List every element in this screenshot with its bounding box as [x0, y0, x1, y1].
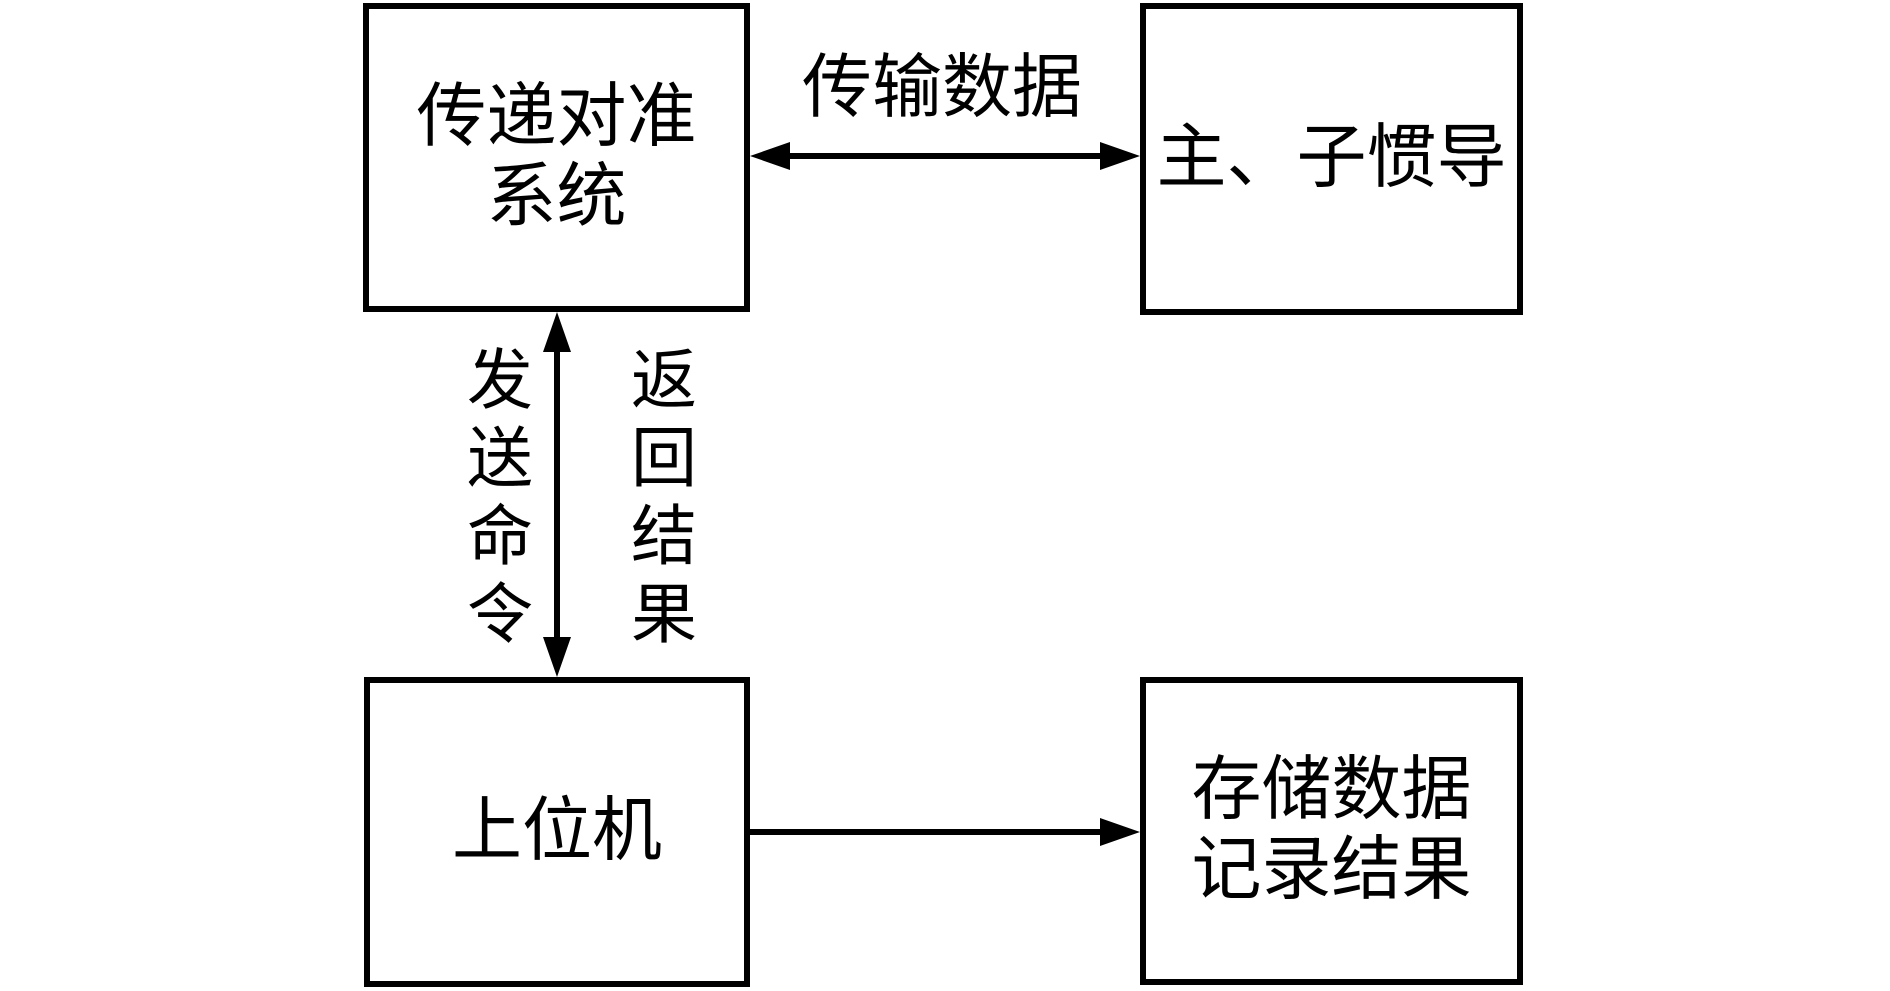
transmit-data-arrow — [750, 142, 1140, 170]
return-result-label: 返回结果 — [621, 345, 694, 657]
store-data-arrow — [750, 818, 1140, 846]
transfer-alignment-system-label-line2: 系统 — [486, 158, 627, 236]
send-command-label: 发送命令 — [457, 345, 530, 657]
master-sub-inertial-nav-label: 主、子惯导 — [1156, 120, 1507, 197]
host-computer-label: 上位机 — [452, 793, 662, 870]
transfer-alignment-system-label-line1: 传递对准 — [416, 78, 697, 156]
data-storage-label-line1: 存储数据 — [1191, 752, 1472, 829]
host-computer-box: 上位机 — [364, 677, 750, 987]
master-sub-inertial-nav-box: 主、子惯导 — [1140, 3, 1523, 315]
command-result-arrow — [543, 312, 571, 677]
transfer-alignment-system-box: 传递对准 系统 — [363, 3, 750, 312]
data-storage-label-line2: 记录结果 — [1191, 832, 1472, 909]
data-storage-box: 存储数据 记录结果 — [1140, 677, 1523, 985]
transmit-data-label: 传输数据 — [802, 50, 1082, 127]
